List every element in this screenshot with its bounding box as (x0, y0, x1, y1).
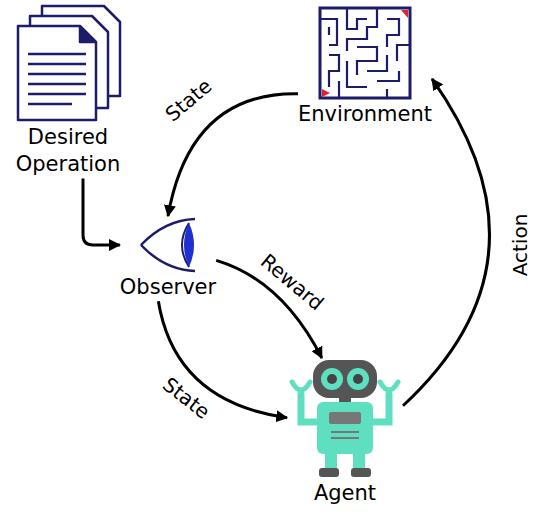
robot-icon (287, 358, 403, 480)
agent-node: Agent (287, 358, 403, 507)
document-node: Desired Operation (6, 4, 131, 179)
documents-icon (12, 4, 124, 124)
node-label: Desired Operation (6, 124, 131, 179)
edge-label: Action (508, 211, 532, 280)
node-label: Agent (314, 480, 376, 507)
observer-node: Observer (120, 216, 216, 301)
eye-icon (137, 216, 199, 274)
flow-arrow (83, 179, 120, 245)
flow-arrow (403, 79, 490, 406)
edge-label: State (158, 72, 219, 128)
edge-label: State (155, 370, 216, 425)
node-label: Environment (298, 101, 432, 128)
node-label: Observer (120, 274, 216, 301)
maze-icon (317, 5, 413, 101)
edge-label: Reward (253, 247, 330, 317)
environment-node: Environment (298, 5, 432, 128)
